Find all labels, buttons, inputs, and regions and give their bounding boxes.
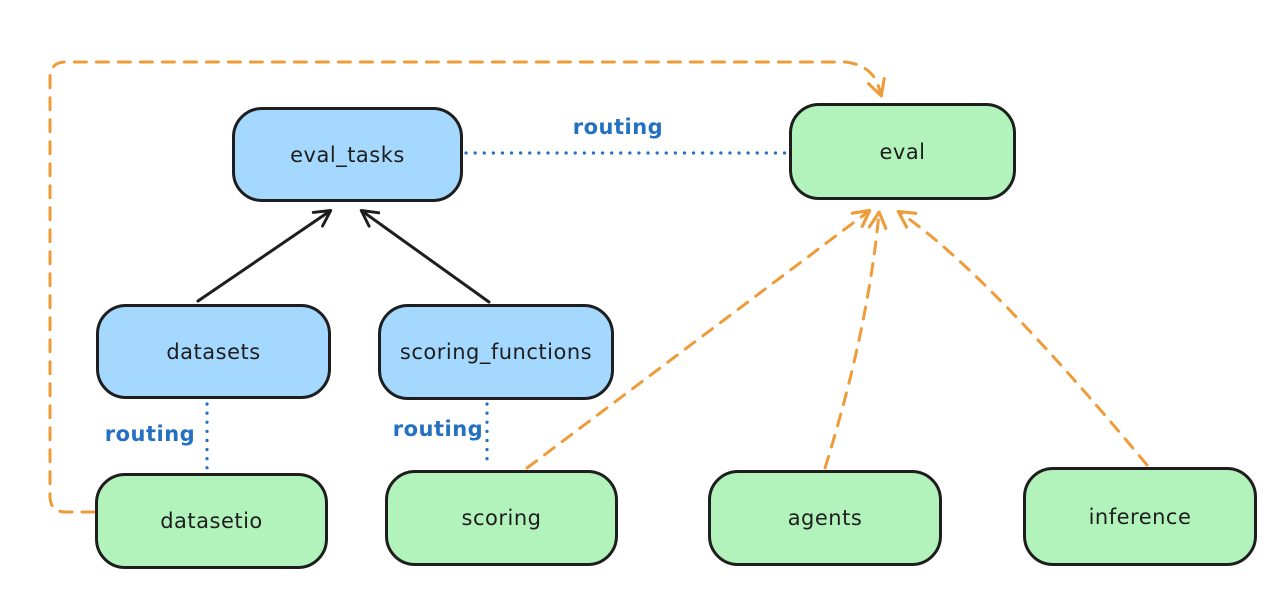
edge-agents-to-eval-dashed <box>823 210 888 470</box>
node-eval_tasks-label: eval_tasks <box>290 142 405 167</box>
edge-label-routing-eval_tasks-eval: routing <box>572 115 664 139</box>
node-eval: eval <box>789 103 1016 200</box>
node-scoring: scoring <box>385 470 618 566</box>
edge-scoring_functions-to-eval_tasks-arrow <box>359 208 491 304</box>
edge-label-routing-datasets-datasetio: routing <box>104 422 196 446</box>
node-eval_tasks: eval_tasks <box>232 107 463 202</box>
node-scoring_functions-label: scoring_functions <box>399 340 593 364</box>
node-scoring-label: scoring <box>461 506 542 530</box>
node-agents: agents <box>708 470 942 566</box>
node-scoring_functions: scoring_functions <box>378 304 614 400</box>
edge-label-routing-scoring_functions-scoring: routing <box>392 417 484 441</box>
node-datasetio: datasetio <box>95 473 328 569</box>
node-inference: inference <box>1023 467 1257 566</box>
node-agents-label: agents <box>787 506 863 530</box>
node-inference-label: inference <box>1088 504 1192 529</box>
node-datasets-label: datasets <box>166 339 261 364</box>
edge-scoring-to-eval-dashed <box>525 208 872 470</box>
edge-inference-to-eval-dashed <box>896 209 1149 467</box>
edge-datasetio-to-eval-dashed <box>48 60 886 514</box>
node-datasets: datasets <box>96 304 331 399</box>
node-datasetio-label: datasetio <box>160 509 263 533</box>
node-eval-label: eval <box>879 139 926 164</box>
edge-datasets-to-eval_tasks-arrow <box>196 209 333 303</box>
